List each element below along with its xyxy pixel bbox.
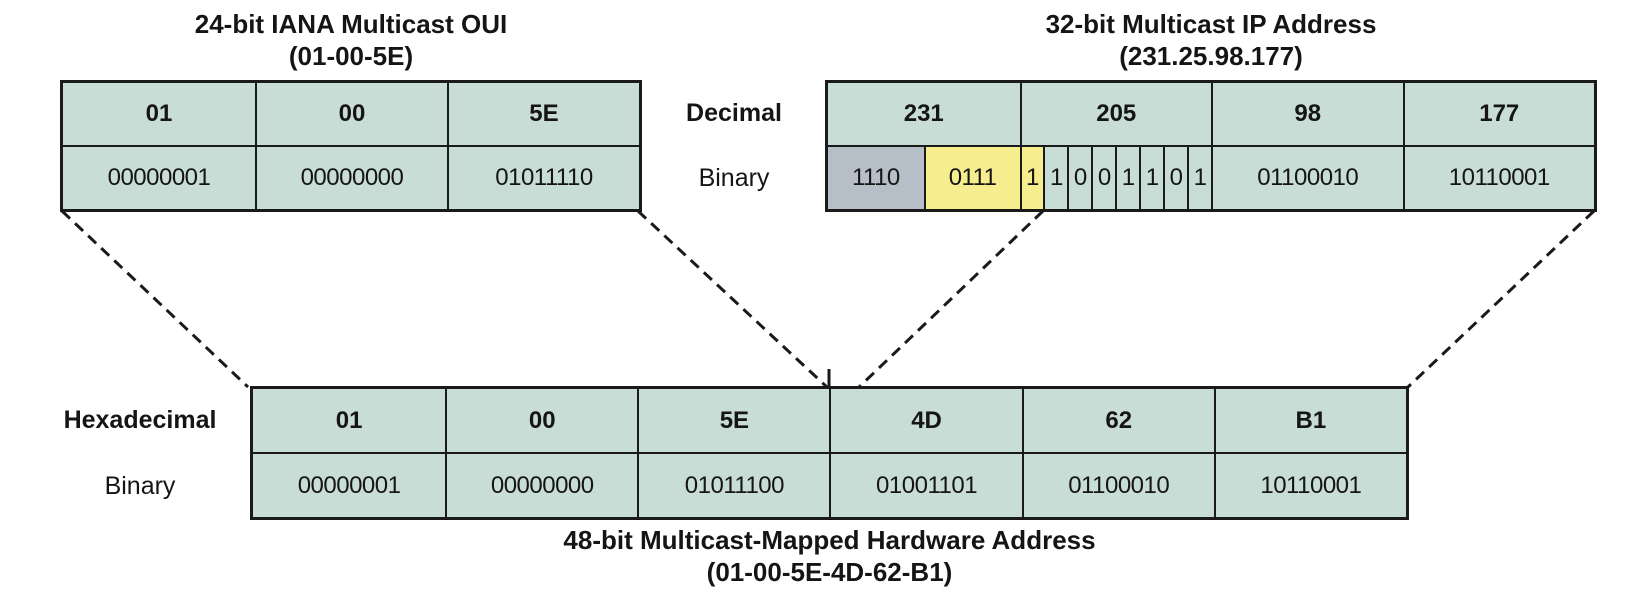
mac-binary-cell: 10110001 [1213, 454, 1406, 517]
mac-hex-cell: 01 [253, 389, 446, 452]
dashed-connector-left-outer [60, 209, 250, 389]
mac-hex-cell: 5E [637, 389, 830, 452]
oui-binary-cell: 00000000 [254, 147, 447, 209]
oui-table: 01 00 5E 00000001 00000000 01011110 [60, 80, 642, 212]
ip-decimal-cell: 205 [1019, 83, 1211, 145]
mac-binary-cell: 01011100 [637, 454, 830, 517]
mac-binary-cell: 00000001 [253, 454, 446, 517]
oui-binary-row: 00000001 00000000 01011110 [63, 145, 639, 209]
binary-row-label-bottom: Binary [104, 472, 176, 500]
ip-class-prefix-bits-cell: 1110 [828, 147, 924, 209]
ip-dropped-bit-cell: 1 [1019, 147, 1044, 209]
ip-binary-cell: 10110001 [1402, 147, 1594, 209]
mac-hex-row: 01 00 5E 4D 62 B1 [253, 389, 1406, 452]
mac-binary-cell: 01001101 [829, 454, 1022, 517]
ip-title-line2: (231.25.98.177) [1119, 41, 1303, 71]
ip-bit-cell: 0 [1163, 147, 1188, 209]
mac-hex-cell: 62 [1021, 389, 1214, 452]
ip-table: 231 205 98 177 1110 0111 1 1 0 0 1 1 0 1… [825, 80, 1597, 212]
ip-decimal-cell: 177 [1402, 83, 1594, 145]
dashed-connector-left-inner [636, 209, 831, 391]
ip-bit-cell: 0 [1091, 147, 1116, 209]
binary-row-label-top: Binary [698, 163, 770, 192]
mac-hex-cell: B1 [1213, 389, 1406, 452]
oui-hex-cell: 00 [254, 83, 447, 145]
ip-title: 32-bit Multicast IP Address (231.25.98.1… [825, 8, 1597, 72]
decimal-row-label: Decimal [686, 98, 782, 127]
oui-title: 24-bit IANA Multicast OUI (01-00-5E) [60, 8, 642, 72]
oui-title-line2: (01-00-5E) [288, 41, 414, 71]
oui-binary-cell: 00000001 [63, 147, 255, 209]
ip-dropped-bits-cell: 0111 [923, 147, 1020, 209]
ip-binary-row: 1110 0111 1 1 0 0 1 1 0 1 01100010 10110… [828, 145, 1594, 209]
ip-decimal-cell: 98 [1211, 83, 1403, 145]
ip-decimal-row: 231 205 98 177 [828, 83, 1594, 145]
oui-title-line1: 24-bit IANA Multicast OUI [194, 9, 508, 39]
mac-binary-row: 00000001 00000000 01011100 01001101 0110… [253, 452, 1406, 517]
mac-binary-cell: 01100010 [1021, 454, 1214, 517]
ip-bit-cell: 1 [1187, 147, 1211, 209]
mac-title-line2: (01-00-5E-4D-62-B1) [706, 557, 953, 587]
oui-hex-row: 01 00 5E [63, 83, 639, 145]
oui-binary-cell: 01011110 [446, 147, 639, 209]
ip-bit-cell: 1 [1115, 147, 1140, 209]
mac-hex-cell: 4D [829, 389, 1022, 452]
mac-hex-cell: 00 [445, 389, 638, 452]
ip-decimal-cell: 231 [828, 83, 1020, 145]
dashed-connector-right-outer [1406, 209, 1596, 389]
oui-hex-cell: 5E [446, 83, 639, 145]
oui-hex-cell: 01 [63, 83, 255, 145]
ip-bit-cell: 0 [1067, 147, 1092, 209]
ip-title-line1: 32-bit Multicast IP Address [1045, 9, 1377, 39]
dashed-connector-right-inner [855, 209, 1045, 391]
hexadecimal-row-label: Hexadecimal [63, 406, 217, 434]
ip-bit-cell: 1 [1139, 147, 1164, 209]
mac-title-line1: 48-bit Multicast-Mapped Hardware Address [563, 525, 1096, 555]
mac-binary-cell: 00000000 [445, 454, 638, 517]
mac-title: 48-bit Multicast-Mapped Hardware Address… [250, 524, 1409, 588]
ip-bit-cell: 1 [1043, 147, 1068, 209]
ip-binary-cell: 01100010 [1211, 147, 1403, 209]
mac-table: 01 00 5E 4D 62 B1 00000001 00000000 0101… [250, 386, 1409, 520]
